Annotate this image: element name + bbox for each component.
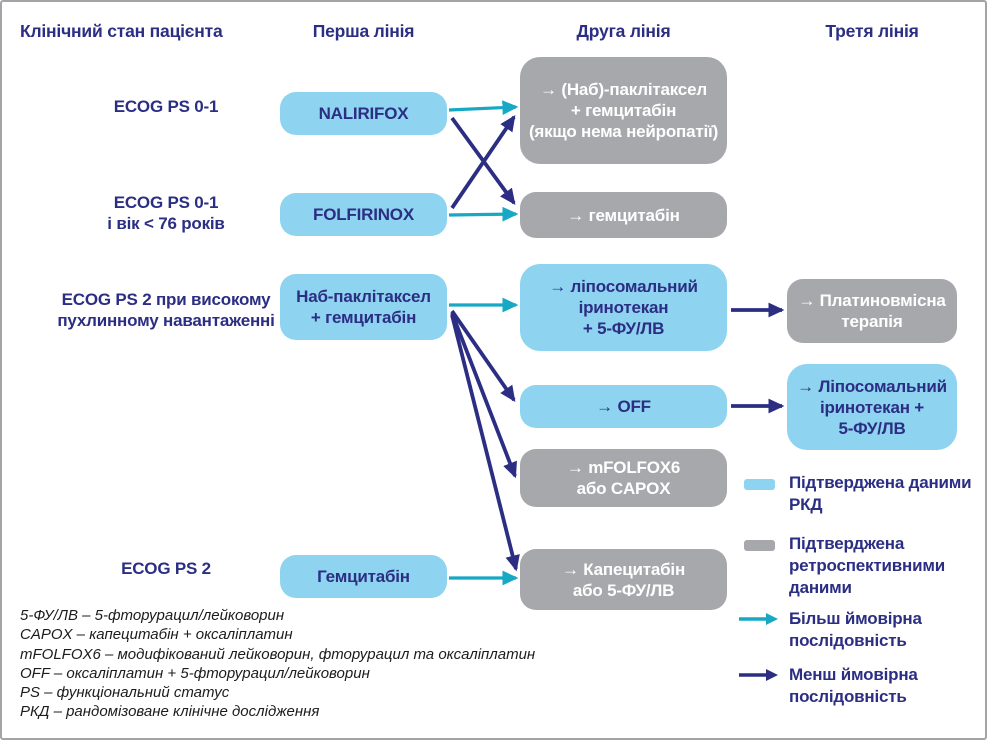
legend-item-rct-confirmed: Підтверджена даними РКД [737,472,982,516]
footnote-ps: PS – функціональний статус [20,684,230,702]
footnote-off: OFF – оксаліплатин + 5-фторурацил/лейков… [20,664,370,682]
arrow-nabgem-to-capecitabine [450,314,520,572]
column-header-patient-state: Клінічний стан пацієнта [20,21,223,41]
legend-navy-arrow-icon [739,669,778,681]
patient-state-ecog-ps-0-1-age: ECOG PS 0-1 і вік < 76 років [107,193,225,233]
arrow-nalirifox-to-nabpaclitaxel [448,100,519,115]
legend-item-more-likely: Більш ймовірна послідовність [737,608,982,652]
column-header-first-line: Перша лінія [312,21,415,41]
box-off: → OFF [520,385,727,428]
footnote-mfolfox6: mFOLFOX6 – модифікований лейковорин, фто… [20,645,536,663]
legend-label-more-likely: Більш ймовірна послідовність [789,609,922,650]
legend-cyan-arrow-icon [739,613,778,625]
column-header-second-line: Друга лінія [576,21,671,41]
box-gemcitabine-second-line: → гемцитабін [520,192,727,238]
box-nab-paclitaxel-gemcitabine-second-line: → (Наб)-паклітаксел + гемцитабін (якщо н… [520,57,727,164]
legend-gray-bar-swatch [744,540,775,551]
box-gemcitabine-first-line: Гемцитабін [280,555,447,598]
footnote-rkd: РКД – рандомізоване клінічне дослідження [20,703,320,721]
legend-label-rct-confirmed: Підтверджена даними РКД [789,473,972,514]
legend-item-retrospective-confirmed: Підтверджена ретроспективними даними [737,533,982,599]
box-mfolfox6-capox: → mFOLFOX6 або CAPOX [520,449,727,507]
box-folfirinox: FOLFIRINOX [280,193,447,236]
box-nab-paclitaxel-gemcitabine: Наб-паклітаксел + гемцитабін [280,274,447,340]
legend-label-less-likely: Менш ймовірна послідовність [789,665,918,706]
arrow-folfirinox-to-nabpaclitaxel [450,115,516,210]
box-nalirifox: NALIRIFOX [280,92,447,135]
patient-state-ecog-ps-2-high-burden: ECOG PS 2 при високому пухлинному навант… [57,290,275,330]
arrow-folfirinox-to-gemcitabine [448,206,519,222]
box-platinum-therapy: → Платиновмісна терапія [787,279,957,343]
box-capecitabine-5fu-lv: → Капецитабін або 5-ФУ/ЛВ [520,549,727,610]
patient-state-ecog-ps-2: ECOG PS 2 [121,559,211,578]
legend-label-retrospective-confirmed: Підтверджена ретроспективними даними [789,534,945,597]
arrow-nalirifox-to-gemcitabine [450,116,516,205]
footnotes: 5-ФУ/ЛВ – 5-фторурацил/лейковорин CAPOX … [20,606,536,722]
column-header-third-line: Третя лінія [825,21,919,41]
legend-blue-bar-swatch [744,479,775,490]
box-liposomal-irinotecan-third-line: → Ліпосомальний іринотекан + 5-ФУ/ЛВ [787,364,957,450]
footnote-5fu-lv: 5-ФУ/ЛВ – 5-фторурацил/лейковорин [20,607,285,624]
footnote-capox: CAPOX – капецитабін + оксаліплатин [20,626,293,644]
box-liposomal-irinotecan-second-line: → ліпосомальний іринотекан + 5-ФУ/ЛВ [520,264,727,351]
legend-item-less-likely: Менш ймовірна послідовність [737,664,982,708]
arrow-nabgem-to-mfolfox [450,312,517,479]
arrow-nabgem-to-off [450,309,516,402]
patient-state-ecog-ps-0-1: ECOG PS 0-1 [113,97,219,116]
